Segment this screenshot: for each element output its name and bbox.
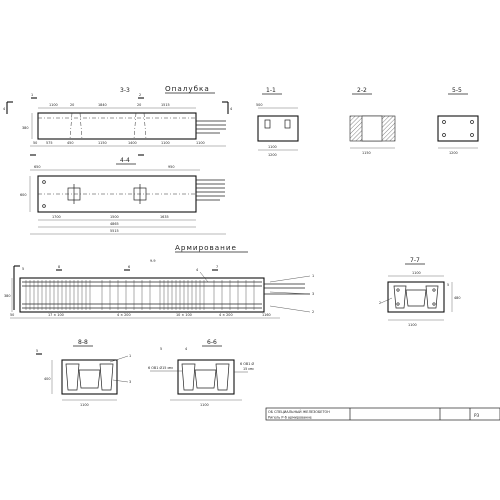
leader-2: 2: [312, 310, 314, 314]
cut-mark-4-left: 4: [3, 107, 5, 111]
view-7-7-section: 7-7 1100 480 5 2 1100: [379, 257, 460, 327]
leader-2-77: 2: [379, 301, 381, 305]
dim-1100-77: 1100: [408, 323, 417, 327]
leader-3: 3: [312, 292, 314, 296]
dim-1150-s22: 1150: [362, 151, 371, 155]
dim-450: 450: [67, 141, 73, 145]
dim-50: 50: [33, 141, 37, 145]
dim-1400: 1400: [128, 141, 137, 145]
dim-1840: 1840: [98, 103, 107, 107]
cut-mark-7: 7: [216, 265, 218, 269]
dim-950: 950: [168, 165, 174, 169]
dim-1200-s11: 1200: [268, 153, 277, 157]
dim-1100-66: 1100: [200, 403, 209, 407]
leader-3-88: 3: [129, 380, 131, 384]
title-block-stamp: ОБ СПЕЦИАЛЬНЫЙ ЖЕЛЕЗОБЕТОН Ригель Р-6 ар…: [265, 407, 500, 421]
note-6ov1-left: 6 ОВ1 Ø15 мм: [148, 365, 173, 370]
section-label-6-6: 6-6: [207, 339, 217, 346]
cut-mark-1: 1: [31, 93, 33, 97]
section-label-3-3: 3-3: [120, 87, 130, 94]
section-label-1-1: 1-1: [266, 87, 276, 94]
dim-1100-88: 1100: [80, 403, 89, 407]
dim-1515: 1515: [161, 103, 170, 107]
section-label-8-8: 8-8: [78, 339, 88, 346]
view-4-4-plan: 4-4 650 950 600 1700 1500 1635 4865 5515: [20, 157, 226, 235]
leader-1-88: 1: [129, 354, 131, 358]
section-label-9-9: 9-9: [150, 259, 156, 263]
dim-1100-s11: 1100: [268, 145, 277, 149]
dim-575: 575: [46, 141, 52, 145]
dim-1100c: 1100: [196, 141, 205, 145]
dim-400-88: 400: [44, 377, 50, 381]
dim-4x200: 4 × 200: [117, 313, 131, 317]
dim-1100b: 1100: [161, 141, 170, 145]
leader-5-66: 5: [160, 347, 162, 351]
dim-650: 650: [34, 165, 40, 169]
cut-mark-6: 6: [128, 265, 130, 269]
view-5-5-section: 5-5 1200: [437, 87, 479, 155]
view-1-1-section: 1-1 500 1100 1200: [256, 87, 299, 157]
dim-1500: 1500: [110, 215, 119, 219]
dim-50-arm: 50: [10, 313, 14, 317]
dim-4x200b: 4 × 200: [219, 313, 233, 317]
leader-4-66: 4: [185, 347, 187, 351]
dim-380: 380: [22, 126, 28, 130]
note-6ov1-right: 6 ОВ1 Ø: [240, 361, 254, 366]
view-reinforcement-elevation: Армирование 9-9 5 8 6 7 4 1 3 2: [4, 243, 314, 319]
note-15mm-right: 15 мм: [243, 367, 254, 371]
leader-5-88: 5: [36, 349, 38, 353]
dim-1635: 1635: [160, 215, 169, 219]
section-label-2-2: 2-2: [357, 87, 367, 94]
cut-mark-2: 2: [139, 93, 141, 97]
stamp-line-2: Ригель Р-6 армирование: [268, 416, 312, 420]
leader-1: 1: [312, 274, 314, 278]
cut-mark-4-right: 4: [230, 107, 232, 111]
dim-1700: 1700: [52, 215, 61, 219]
title-opalubka: Опалубка: [165, 84, 210, 93]
section-label-7-7: 7-7: [410, 257, 420, 264]
view-8-8-section: 8-8 5 1 3 400 1100: [36, 339, 131, 407]
dim-1200-s55: 1200: [449, 151, 458, 155]
title-armirovanie: Армирование: [175, 243, 237, 252]
stamp-code: РЗ: [474, 413, 480, 418]
dim-4865: 4865: [110, 222, 119, 226]
dim-480: 480: [454, 296, 460, 300]
view-6-6-section: 6-6 4 5 6 ОВ1 Ø15 мм 6 ОВ1 Ø 15 мм 1100: [148, 339, 254, 407]
dim-380-arm: 380: [4, 294, 10, 298]
dim-20b: 20: [137, 103, 141, 107]
cut-mark-8: 8: [58, 265, 60, 269]
dim-20a: 20: [70, 103, 74, 107]
section-label-4-4: 4-4: [120, 157, 130, 164]
dim-1150: 1150: [98, 141, 107, 145]
stamp-line-1: ОБ СПЕЦИАЛЬНЫЙ ЖЕЛЕЗОБЕТОН: [268, 409, 330, 414]
cut-mark-5: 5: [22, 267, 24, 271]
dim-500: 500: [256, 103, 262, 107]
dim-1050: 1100: [412, 271, 421, 275]
dim-1100: 1100: [49, 103, 58, 107]
dim-5515: 5515: [110, 229, 119, 233]
view-2-2-section: 2-2 1150: [349, 87, 396, 155]
dim-10x100: 10 × 100: [176, 313, 192, 317]
view-3-3-elevation: 3-3 Опалубка 4 4 1 2 1100 20 1840 20 151…: [3, 84, 232, 156]
dim-1160: 1160: [262, 313, 271, 317]
dim-600: 600: [20, 193, 26, 197]
dim-17x100: 17 × 100: [48, 313, 64, 317]
stirrup-group: [25, 280, 255, 310]
leader-5-77: 5: [447, 283, 449, 287]
section-label-5-5: 5-5: [452, 87, 462, 94]
leader-4: 4: [196, 268, 198, 272]
